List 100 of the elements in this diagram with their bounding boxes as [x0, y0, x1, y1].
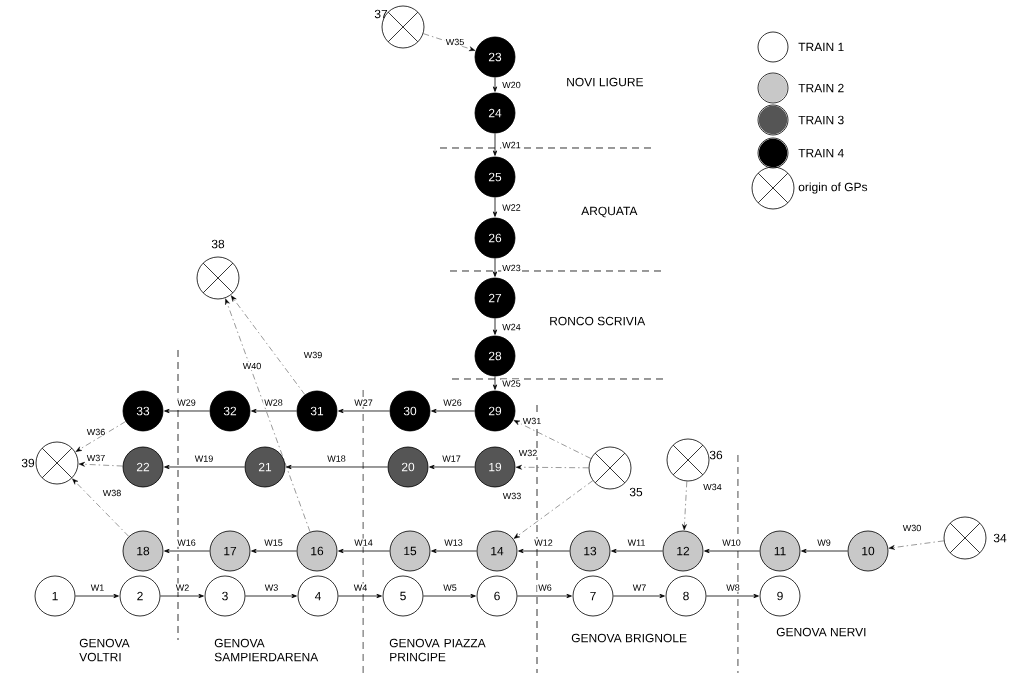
legend-label: TRAIN 1: [798, 42, 844, 52]
train-node: 21: [244, 446, 286, 488]
train-node: 30: [389, 390, 431, 432]
arrow: [492, 258, 498, 277]
edge-label: W32: [518, 449, 537, 457]
station-label: NOVI LIGURE: [567, 77, 644, 87]
train-node: 20: [387, 446, 429, 488]
edge-label: W36: [86, 428, 105, 436]
train-node: 28: [474, 335, 516, 377]
arrow: [75, 593, 119, 599]
arrow: [513, 480, 593, 539]
arrow: [245, 593, 297, 599]
edge-label: W12: [534, 539, 553, 546]
station-label: GENOVA SAMPIERDARENA: [214, 638, 319, 662]
train-node: 13: [569, 530, 611, 572]
station-label: ARQUATA: [581, 206, 638, 218]
station-label: GENOVA PIAZZA PRINCIPE: [389, 638, 486, 662]
edge-label: W28: [264, 399, 283, 406]
station-label: GENOVA BRIGNOLE: [571, 633, 687, 643]
train-node: 29: [474, 390, 516, 432]
train-node: 26: [474, 217, 516, 259]
edge-label: W29: [177, 399, 196, 406]
edge-label: W21: [502, 141, 521, 149]
arrow: [251, 408, 297, 414]
station-label: RONCO SCRIVIA: [550, 316, 646, 326]
arrow: [492, 133, 498, 156]
station-label: GENOVA VOLTRI: [79, 638, 130, 662]
arrow: [888, 540, 944, 550]
train-node: 8: [665, 575, 707, 617]
train-node: 16: [296, 530, 338, 572]
edge-label: W33: [502, 492, 521, 500]
edge-label: W40: [242, 362, 261, 370]
edge-label: W22: [502, 204, 521, 211]
train-node: 7: [572, 575, 614, 617]
train-node: 24: [474, 92, 516, 134]
arrow: [78, 461, 123, 467]
arrow: [517, 593, 572, 599]
edge-label: W31: [522, 417, 541, 425]
node-number: 39: [21, 458, 35, 468]
train-node: 23: [474, 36, 516, 78]
edge-label: W25: [502, 380, 521, 387]
edge-label: W8: [726, 584, 740, 591]
arrow: [613, 593, 665, 599]
edge-label: W2: [175, 584, 189, 591]
arrow: [164, 548, 210, 554]
node-number: 34: [993, 533, 1007, 543]
legend-label: TRAIN 2: [798, 83, 844, 93]
edge-label: W26: [443, 399, 462, 406]
edge-label: W15: [264, 539, 283, 546]
edge-label: W5: [443, 584, 457, 591]
edge-label: W38: [102, 489, 121, 497]
arrow: [515, 464, 589, 470]
arrow: [230, 295, 306, 395]
train-node: 19: [474, 446, 516, 488]
edge-label: W20: [502, 81, 521, 89]
arrow: [338, 593, 382, 599]
edge-label: W27: [354, 399, 373, 406]
arrow: [338, 548, 390, 554]
arrow: [801, 548, 848, 554]
arrow: [72, 478, 129, 537]
arrow: [492, 77, 498, 92]
arrow: [429, 464, 475, 470]
edge-label: W24: [502, 323, 521, 331]
edge-label: W34: [703, 483, 722, 491]
arrow: [706, 593, 759, 599]
train-node: 18: [122, 530, 164, 572]
train-node: 33: [122, 390, 164, 432]
train-node: 2: [119, 575, 161, 617]
edge-label: W18: [327, 455, 346, 462]
edge-label: W19: [194, 455, 213, 462]
arrow: [225, 298, 311, 533]
train-node: 3: [204, 575, 246, 617]
train-node: 27: [474, 277, 516, 319]
train-node: 11: [759, 530, 801, 572]
train-node: 1: [34, 575, 76, 617]
arrow: [160, 593, 204, 599]
arrow: [492, 318, 498, 335]
edge-label: W37: [86, 454, 105, 462]
train-node: 5: [382, 575, 424, 617]
legend-label: TRAIN 3: [798, 115, 844, 125]
edge-label: W6: [538, 584, 552, 591]
arrow: [338, 408, 390, 414]
train-node: 12: [662, 530, 704, 572]
arrow: [423, 593, 476, 599]
edge-label: W10: [722, 539, 741, 546]
edge-label: W16: [177, 539, 196, 546]
legend-label: origin of GPs: [798, 182, 868, 194]
arrow: [431, 408, 475, 414]
edge-label: W9: [817, 539, 831, 546]
train-node: 14: [476, 530, 518, 572]
train-node: 32: [209, 390, 251, 432]
arrow: [164, 464, 245, 470]
arrow: [513, 420, 592, 459]
edge-label: W14: [354, 539, 373, 546]
edge-label: W13: [444, 539, 463, 546]
train-node: 9: [759, 575, 801, 617]
arrow: [682, 481, 688, 531]
edge-label: W3: [264, 584, 278, 591]
arrow: [518, 548, 570, 554]
train-node: 25: [474, 156, 516, 198]
